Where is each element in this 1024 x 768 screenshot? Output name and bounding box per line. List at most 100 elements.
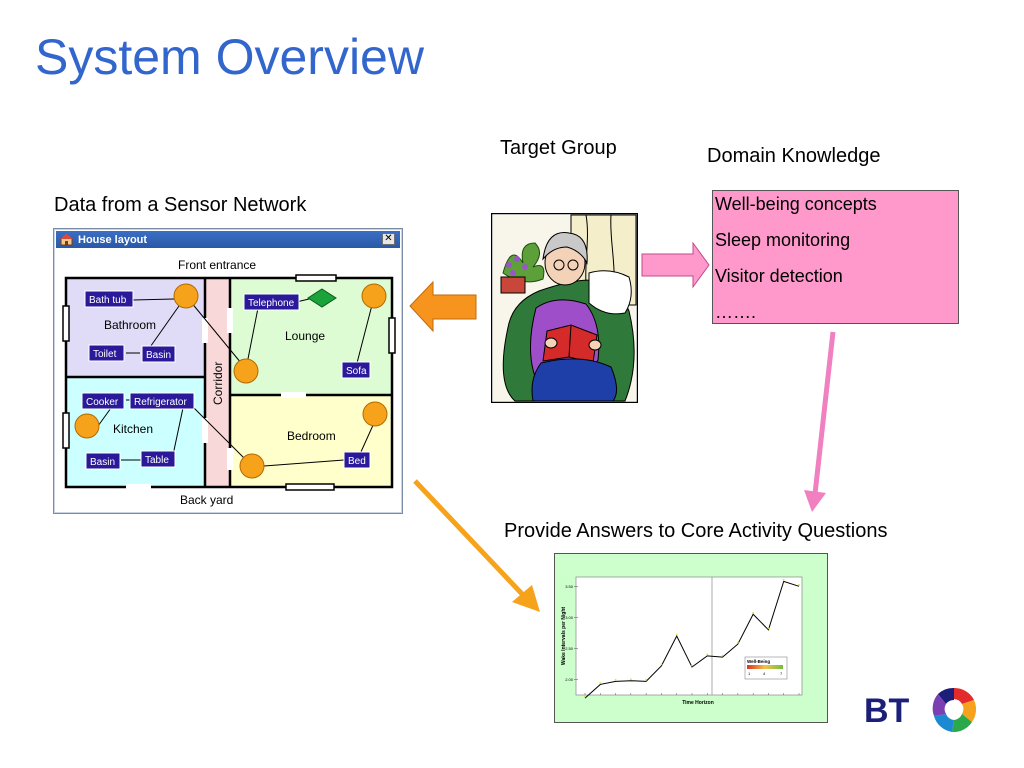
sensor-sofa-label: Sofa bbox=[346, 366, 367, 377]
sensor-telephone[interactable] bbox=[243, 293, 300, 311]
sensor-boxes: Bath tub Toilet Basin Cooker Refrigerato… bbox=[81, 290, 371, 470]
y-tick-label: 2.50 bbox=[565, 646, 574, 651]
sensor-cooker-label: Cooker bbox=[86, 397, 119, 408]
house-layout-window: House layout ✕ bbox=[53, 228, 403, 514]
telephone-diamond-icon bbox=[307, 288, 337, 308]
pink-down-arrow-head-icon bbox=[804, 490, 826, 512]
data-point bbox=[721, 654, 724, 657]
sensor-node[interactable] bbox=[239, 453, 265, 479]
target-group-label: Target Group bbox=[500, 137, 617, 159]
sensor-node[interactable] bbox=[233, 358, 259, 384]
x-ticks bbox=[584, 693, 800, 695]
bathroom-label: Bathroom bbox=[104, 318, 156, 332]
elderly-woman-reading-image bbox=[491, 213, 638, 403]
legend: Well-Being 1 4 7 bbox=[744, 656, 788, 680]
sensor-basin-bathroom[interactable] bbox=[141, 345, 176, 363]
domain-knowledge-label: Domain Knowledge bbox=[707, 145, 881, 167]
data-point bbox=[675, 633, 678, 636]
data-point bbox=[660, 663, 663, 666]
chart-svg: 3.50 3.00 2.50 2.00 Wake Intervals per Nigh… bbox=[561, 576, 803, 706]
y-ticks: 3.50 3.00 2.50 2.00 bbox=[565, 584, 578, 682]
domain-knowledge-box: Well-being concepts Sleep monitoring Vis… bbox=[712, 190, 959, 324]
window-title-bar[interactable]: House layout ✕ bbox=[56, 231, 400, 248]
sensor-bed-label: Bed bbox=[348, 456, 366, 467]
windows bbox=[62, 274, 396, 491]
right-arrow-icon bbox=[641, 241, 710, 289]
sensor-basin-bathroom-label: Basin bbox=[146, 350, 171, 361]
sensor-node[interactable] bbox=[173, 283, 199, 309]
lounge-label: Lounge bbox=[285, 329, 325, 343]
sensor-refrigerator-label: Refrigerator bbox=[134, 397, 187, 408]
sensor-basin-kitchen[interactable] bbox=[85, 452, 121, 470]
domain-item-more: ……. bbox=[715, 302, 757, 322]
data-point bbox=[798, 583, 800, 586]
back-yard-label: Back yard bbox=[180, 493, 233, 507]
bt-logo-text: BT bbox=[864, 692, 910, 730]
data-point bbox=[629, 678, 632, 681]
close-icon: ✕ bbox=[384, 233, 393, 244]
front-entrance-label: Front entrance bbox=[178, 258, 256, 272]
bedroom-label: Bedroom bbox=[287, 429, 336, 443]
orange-diag-arrow-head-icon bbox=[512, 585, 540, 612]
sensor-node[interactable] bbox=[362, 401, 388, 427]
legend-title: Well-Being bbox=[747, 659, 770, 664]
sensor-table[interactable] bbox=[140, 450, 176, 468]
series-line bbox=[584, 580, 800, 699]
y-tick-label: 3.50 bbox=[565, 584, 574, 589]
corridor-label: Corridor bbox=[211, 362, 225, 405]
door-openings bbox=[126, 308, 306, 490]
legend-gradient bbox=[747, 665, 783, 669]
data-point bbox=[752, 611, 755, 614]
x-axis-label: Time Horizon bbox=[682, 700, 714, 706]
legend-tick: 1 bbox=[748, 671, 751, 676]
close-button[interactable]: ✕ bbox=[382, 233, 395, 245]
data-point bbox=[599, 682, 602, 684]
sensor-network-label: Data from a Sensor Network bbox=[54, 194, 307, 216]
house-icon bbox=[60, 233, 73, 246]
sensor-bed[interactable] bbox=[343, 451, 371, 469]
domain-item-sleep: Sleep monitoring bbox=[715, 230, 851, 250]
left-arrow-icon bbox=[409, 280, 477, 333]
data-point bbox=[645, 678, 648, 681]
legend-tick: 7 bbox=[780, 671, 783, 676]
sensor-table-label: Table bbox=[145, 455, 169, 466]
data-point bbox=[767, 627, 770, 630]
series-points bbox=[584, 578, 800, 698]
y-tick-label: 3.00 bbox=[565, 615, 574, 620]
sensor-connectors bbox=[97, 295, 375, 467]
orange-diag-arrow-line bbox=[413, 479, 526, 598]
pink-down-arrow-line bbox=[812, 331, 836, 495]
answers-label: Provide Answers to Core Activity Questio… bbox=[504, 520, 888, 542]
window-title: House layout bbox=[78, 234, 148, 246]
data-point bbox=[782, 578, 785, 581]
sensor-node[interactable] bbox=[74, 413, 100, 439]
sensor-node[interactable] bbox=[361, 283, 387, 309]
data-point bbox=[614, 678, 617, 681]
sensor-toilet[interactable] bbox=[88, 344, 125, 362]
slide-title: System Overview bbox=[35, 29, 424, 85]
sensor-sofa[interactable] bbox=[341, 361, 371, 379]
kitchen-label: Kitchen bbox=[113, 422, 153, 436]
wake-interval-chart: 3.50 3.00 2.50 2.00 Wake Intervals per Nigh… bbox=[554, 553, 828, 723]
sensor-refrigerator[interactable] bbox=[129, 392, 195, 410]
sensor-nodes bbox=[74, 283, 388, 479]
y-tick-label: 2.00 bbox=[565, 677, 574, 682]
data-point bbox=[736, 641, 739, 644]
bt-logo: BT bbox=[864, 687, 977, 733]
y-axis-label: Wake Intervals per Night bbox=[561, 607, 567, 665]
sensor-basin-kitchen-label: Basin bbox=[90, 457, 115, 468]
sensor-bath-tub[interactable] bbox=[84, 290, 134, 308]
domain-item-visitor: Visitor detection bbox=[715, 266, 843, 286]
domain-item-wellbeing: Well-being concepts bbox=[715, 194, 877, 214]
bt-globe-icon bbox=[932, 687, 977, 733]
floor-plan: Front entrance Back yard Bathroom Kitche… bbox=[56, 248, 400, 511]
sensor-bath-tub-label: Bath tub bbox=[89, 295, 127, 306]
sensor-telephone-label: Telephone bbox=[248, 298, 295, 309]
data-point bbox=[706, 653, 709, 656]
corridor-room bbox=[205, 278, 230, 487]
sensor-cooker[interactable] bbox=[81, 392, 125, 410]
legend-tick: 4 bbox=[763, 671, 766, 676]
sensor-toilet-label: Toilet bbox=[93, 349, 117, 360]
data-point bbox=[691, 664, 693, 667]
